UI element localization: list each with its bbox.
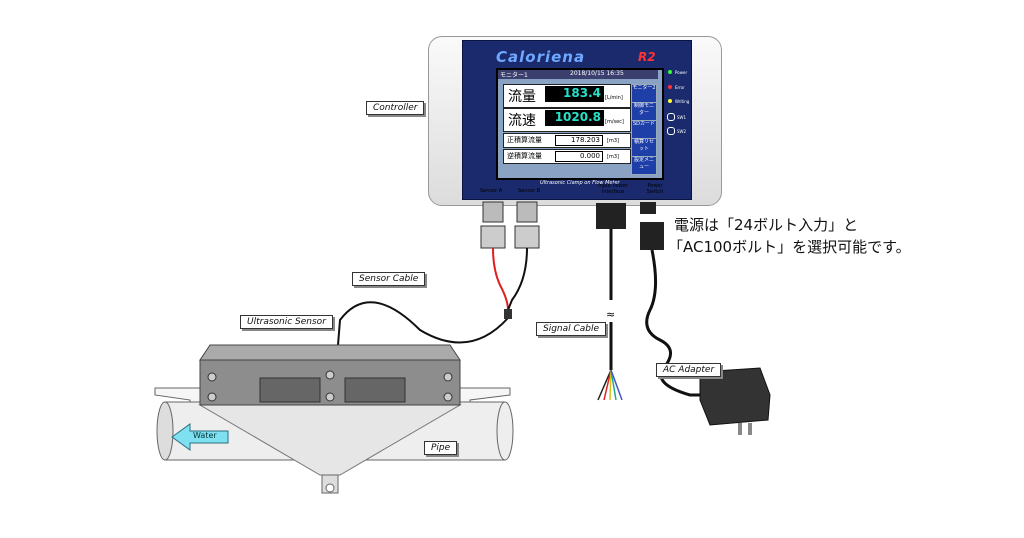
cable-joint — [504, 309, 512, 319]
settings-menu-button[interactable]: 設定メニュー — [631, 156, 657, 175]
flow-unit: [L/min] — [605, 95, 623, 101]
model-label: R2 — [638, 50, 656, 64]
reverse-total-unit: [m3] — [607, 154, 619, 160]
sensor-b-port-label: Sensor B — [518, 188, 541, 194]
signal-cable-label: Signal Cable — [536, 322, 607, 336]
speed-label: 流速 — [508, 113, 536, 129]
svg-text:≈: ≈ — [606, 308, 615, 321]
reverse-total-label: 逆積算流量 — [507, 152, 542, 160]
flow-value: 183.4 — [545, 86, 604, 102]
ac-adapter-label: AC Adapter — [656, 363, 722, 377]
sensor-cable-black — [507, 247, 528, 311]
pipe-label: Pipe — [424, 441, 458, 455]
sensor-cable — [337, 301, 509, 346]
power-note-line2: 「AC100ボルト」を選択可能です。 — [668, 238, 911, 256]
water-flow-arrow — [171, 423, 229, 451]
speed-unit: [m/sec] — [605, 119, 624, 125]
sw1-button[interactable] — [667, 113, 675, 121]
power-switch — [640, 202, 656, 214]
screen-datetime: 2018/10/15 16:35 — [570, 70, 624, 77]
water-label: Water — [193, 431, 217, 440]
reverse-total-value: 0.000 — [555, 151, 603, 162]
screen-header — [498, 70, 658, 79]
forward-total-label: 正積算流量 — [507, 136, 542, 144]
sensor-cable-label: Sensor Cable — [352, 272, 426, 286]
power-interface-port-label: Input Power Interface — [598, 183, 628, 195]
power-led-label: Power — [675, 70, 688, 75]
signal-cable-wires — [597, 369, 623, 401]
flow-label: 流量 — [508, 89, 536, 105]
sensor-cable-red — [492, 247, 509, 311]
speed-value: 1020.8 — [545, 110, 604, 126]
bnc-connectors — [480, 201, 540, 249]
forward-total-value: 178.203 — [555, 135, 603, 146]
power-switch-port-label: Power Switch — [646, 183, 664, 195]
adapter-cable — [645, 249, 725, 397]
error-led — [668, 85, 672, 89]
ultrasonic-sensor-label: Ultrasonic Sensor — [240, 315, 333, 329]
sw1-label: SW1 — [677, 115, 687, 120]
controller-label: Controller — [366, 101, 425, 115]
total-reset-button[interactable]: 積算リセット — [631, 138, 657, 157]
ac-adapter — [699, 367, 771, 426]
dc-plug — [640, 222, 664, 250]
sw2-button[interactable] — [667, 127, 675, 135]
writing-led-label: Writing — [675, 99, 690, 104]
power-led — [668, 70, 672, 74]
power-note-line1: 電源は「24ボルト入力」と — [674, 216, 859, 234]
screen-title: モニター1 — [500, 72, 528, 79]
signal-cable-gland — [596, 203, 626, 229]
sensor-a-port-label: Sensor A — [480, 188, 503, 194]
brand-logo: Caloriena — [496, 48, 586, 66]
forward-total-unit: [m3] — [607, 138, 619, 144]
sw2-label: SW2 — [677, 129, 687, 134]
device-subtitle: Ultrasonic Clamp on Flow Meter — [540, 180, 620, 186]
writing-led — [668, 99, 672, 103]
error-led-label: Error — [675, 85, 685, 90]
